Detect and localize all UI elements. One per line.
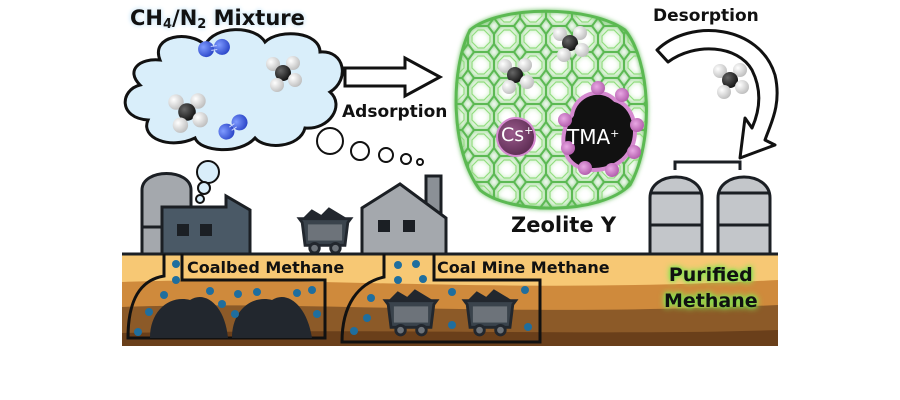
coalmine-seam bbox=[340, 254, 542, 344]
storage-tanks bbox=[648, 160, 772, 256]
desorbed-methane bbox=[713, 63, 749, 99]
cs-cation bbox=[496, 117, 536, 157]
adsorption-arrow bbox=[343, 55, 444, 99]
methane-dots-coalmine bbox=[350, 260, 532, 335]
mixture-title: CH4/N2 Mixture bbox=[130, 6, 305, 32]
purified-line1: Purified bbox=[668, 264, 753, 286]
thought-bubbles bbox=[195, 127, 424, 204]
desorption-label: Desorption bbox=[653, 6, 759, 26]
tma-cation bbox=[558, 81, 644, 177]
zeolite-label: Zeolite Y bbox=[511, 213, 617, 237]
desorption-arrow bbox=[655, 29, 779, 160]
coal-mine-methane-label: Coal Mine Methane bbox=[437, 258, 610, 277]
methane-dots-coalbed bbox=[134, 260, 321, 336]
purified-line2: Methane bbox=[664, 290, 758, 312]
coalbed-methane-label: Coalbed Methane bbox=[187, 258, 345, 277]
coalbed-seam bbox=[126, 254, 327, 340]
tma-cation-label: TMA+ bbox=[567, 125, 620, 149]
cs-cation-label: Cs+ bbox=[501, 124, 534, 146]
coalmine-factory bbox=[360, 174, 448, 256]
coal-cart-surface bbox=[297, 205, 353, 255]
adsorption-label: Adsorption bbox=[342, 102, 448, 122]
